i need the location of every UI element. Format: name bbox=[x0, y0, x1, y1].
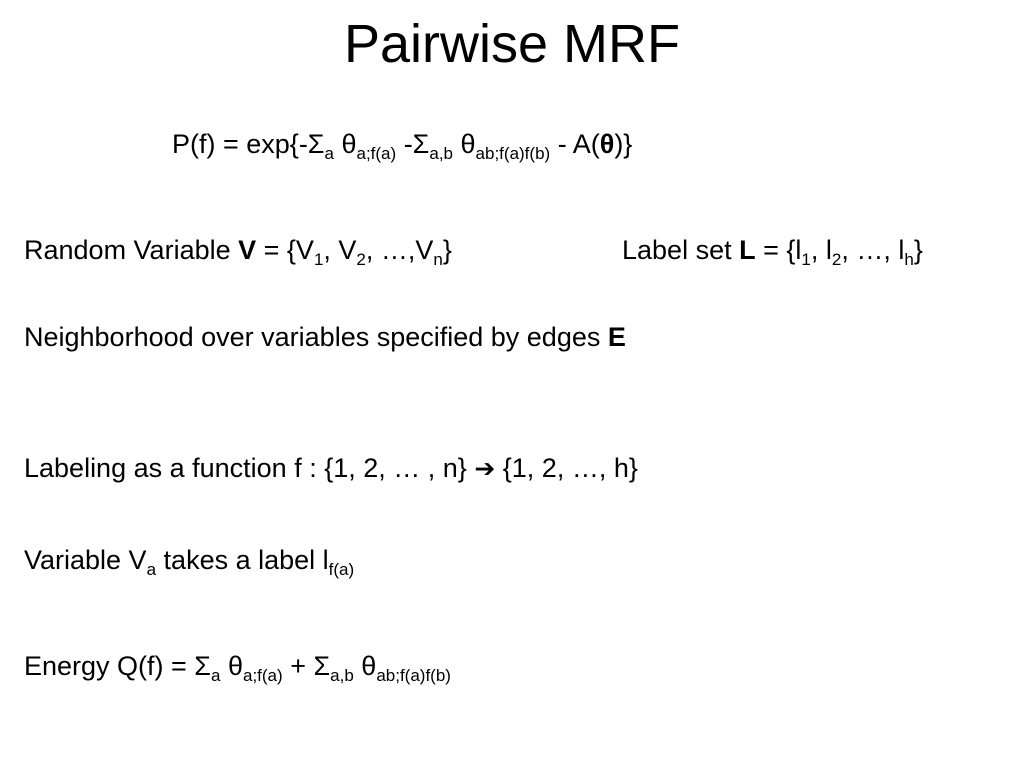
prob-sub-pairwise: ab;f(a)f(b) bbox=[475, 144, 551, 163]
vars-t3: , …,V bbox=[365, 235, 434, 265]
prob-theta-2: θ bbox=[453, 129, 476, 159]
prob-lhs: P(f) = exp{-Σ bbox=[172, 129, 325, 159]
energy-sub-pairwise: ab;f(a)f(b) bbox=[376, 666, 451, 685]
probability-equation: P(f) = exp{-Σa θa;f(a) -Σa,b θab;f(a)f(b… bbox=[172, 128, 633, 163]
labels-t1: = {l bbox=[755, 235, 802, 265]
prob-sum-2: -Σ bbox=[396, 129, 430, 159]
energy-sub-unary: a;f(a) bbox=[243, 666, 283, 685]
neigh-bold-e: E bbox=[607, 322, 626, 352]
random-variable-line: Random Variable V = {V1, V2, …,Vn} bbox=[24, 234, 452, 269]
prob-sub-ab: a,b bbox=[429, 144, 454, 163]
labels-t3: , …, l bbox=[841, 235, 905, 265]
prob-theta-bold: θ bbox=[599, 129, 615, 159]
prob-sub-unary: a;f(a) bbox=[356, 144, 397, 163]
vars-t1: = {V bbox=[256, 235, 314, 265]
neigh-text: Neighborhood over variables specified by… bbox=[24, 322, 608, 352]
energy-sub-a: a bbox=[211, 666, 221, 685]
slide-title: Pairwise MRF bbox=[343, 14, 681, 74]
labeling-rest: {1, 2, …, h} bbox=[495, 453, 638, 483]
labels-bold-l: L bbox=[739, 235, 756, 265]
variable-t1: Variable V bbox=[24, 545, 147, 575]
energy-theta-2: θ bbox=[353, 651, 377, 681]
vars-sub-2: 2 bbox=[356, 250, 366, 269]
vars-t2: , V bbox=[323, 235, 357, 265]
prob-theta-1: θ bbox=[333, 129, 357, 159]
labels-sub-1: 1 bbox=[801, 250, 811, 269]
labels-sub-h: h bbox=[904, 250, 914, 269]
energy-sum-2: + Σ bbox=[282, 651, 331, 681]
energy-t1: Energy Q(f) = Σ bbox=[24, 651, 211, 681]
vars-sub-n: n bbox=[433, 250, 443, 269]
labeling-function-line: Labeling as a function f : {1, 2, … , n}… bbox=[24, 452, 638, 485]
vars-bold-v: V bbox=[238, 235, 257, 265]
prob-close: )} bbox=[614, 129, 633, 159]
energy-equation: Energy Q(f) = Σa θa;f(a) + Σa,b θab;f(a)… bbox=[24, 650, 451, 685]
neighborhood-line: Neighborhood over variables specified by… bbox=[24, 321, 626, 353]
prob-sub-a: a bbox=[324, 144, 334, 163]
variable-sub-a: a bbox=[146, 560, 157, 579]
right-arrow-icon: ➔ bbox=[474, 455, 496, 483]
label-set-line: Label set L = {l1, l2, …, lh} bbox=[622, 234, 923, 269]
variable-label-line: Variable Va takes a label lf(a) bbox=[24, 544, 355, 579]
labels-sub-2: 2 bbox=[831, 250, 842, 269]
energy-theta-1: θ bbox=[220, 651, 243, 681]
labels-t2: , l bbox=[810, 235, 832, 265]
labels-t4: } bbox=[913, 235, 923, 265]
labels-prefix: Label set bbox=[622, 235, 740, 265]
variable-sub-fa: f(a) bbox=[328, 560, 355, 579]
labeling-text: Labeling as a function f : {1, 2, … , n} bbox=[24, 453, 475, 483]
vars-t4: } bbox=[442, 235, 452, 265]
energy-sub-ab: a,b bbox=[330, 666, 354, 685]
prob-partition: - A( bbox=[550, 129, 600, 159]
variable-t2: takes a label l bbox=[156, 545, 329, 575]
vars-sub-1: 1 bbox=[313, 250, 324, 269]
vars-prefix: Random Variable bbox=[24, 235, 239, 265]
